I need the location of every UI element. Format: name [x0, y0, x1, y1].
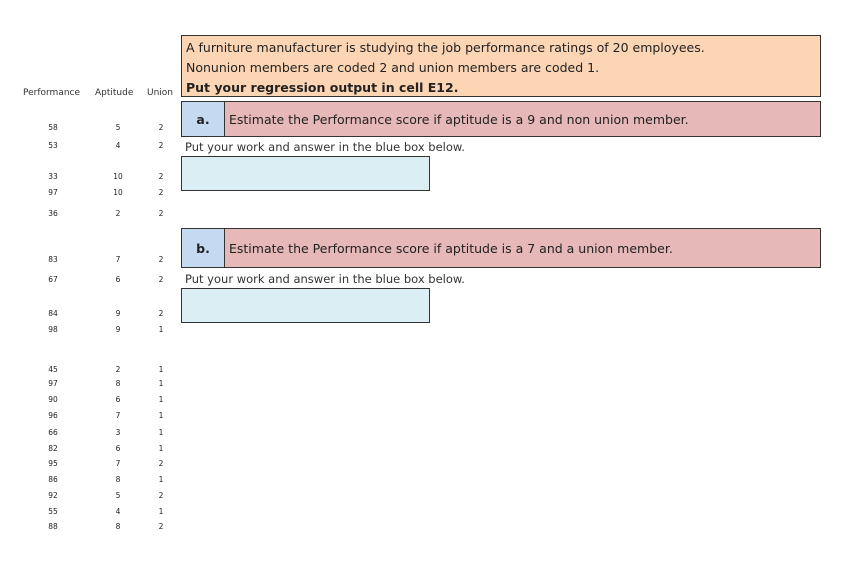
cell-union: 1 — [158, 379, 164, 388]
question-a: a. Estimate the Performance score if apt… — [181, 101, 821, 137]
header-aptitude: Aptitude — [95, 88, 134, 98]
cell-union: 2 — [158, 309, 164, 318]
cell-performance: 33 — [48, 172, 58, 181]
cell-union: 1 — [158, 475, 164, 484]
problem-line-1: A furniture manufacturer is studying the… — [186, 40, 705, 55]
cell-aptitude: 7 — [115, 459, 121, 468]
question-b: b. Estimate the Performance score if apt… — [181, 228, 821, 268]
question-b-text: Estimate the Performance score if aptitu… — [229, 240, 673, 256]
cell-aptitude: 9 — [115, 309, 121, 318]
problem-line-3: Put your regression output in cell E12. — [186, 80, 459, 95]
cell-performance: 83 — [48, 255, 58, 264]
cell-union: 2 — [158, 209, 164, 218]
cell-performance: 92 — [48, 491, 58, 500]
header-performance: Performance — [23, 88, 81, 98]
cell-union: 2 — [158, 123, 164, 132]
cell-aptitude: 4 — [115, 141, 121, 150]
cell-aptitude: 10 — [113, 188, 123, 197]
cell-performance: 67 — [48, 275, 58, 284]
cell-union: 2 — [158, 188, 164, 197]
cell-aptitude: 8 — [115, 379, 121, 388]
question-a-letter: a. — [182, 102, 225, 136]
problem-statement: A furniture manufacturer is studying the… — [181, 35, 821, 97]
cell-aptitude: 9 — [115, 325, 121, 334]
cell-performance: 98 — [48, 325, 58, 334]
cell-union: 1 — [158, 395, 164, 404]
cell-aptitude: 3 — [115, 428, 121, 437]
cell-aptitude: 4 — [115, 507, 121, 516]
question-a-text: Estimate the Performance score if aptitu… — [229, 111, 689, 127]
cell-union: 1 — [158, 444, 164, 453]
cell-aptitude: 6 — [115, 444, 121, 453]
cell-union: 1 — [158, 411, 164, 420]
cell-performance: 88 — [48, 522, 58, 531]
cell-union: 2 — [158, 459, 164, 468]
cell-aptitude: 2 — [115, 209, 121, 218]
cell-aptitude: 5 — [115, 123, 121, 132]
answer-box-b[interactable] — [181, 288, 430, 323]
cell-performance: 53 — [48, 141, 58, 150]
instruction-b: Put your work and answer in the blue box… — [185, 272, 465, 286]
cell-union: 1 — [158, 325, 164, 334]
cell-union: 1 — [158, 507, 164, 516]
cell-performance: 45 — [48, 365, 58, 374]
cell-performance: 58 — [48, 123, 58, 132]
cell-union: 2 — [158, 522, 164, 531]
cell-performance: 96 — [48, 411, 58, 420]
cell-union: 2 — [158, 275, 164, 284]
cell-union: 2 — [158, 172, 164, 181]
cell-performance: 97 — [48, 379, 58, 388]
cell-performance: 95 — [48, 459, 58, 468]
cell-union: 2 — [158, 141, 164, 150]
cell-performance: 66 — [48, 428, 58, 437]
cell-performance: 82 — [48, 444, 58, 453]
cell-performance: 86 — [48, 475, 58, 484]
cell-aptitude: 6 — [115, 275, 121, 284]
cell-performance: 97 — [48, 188, 58, 197]
problem-line-2: Nonunion members are coded 2 and union m… — [186, 60, 600, 75]
cell-performance: 84 — [48, 309, 58, 318]
header-union: Union — [147, 88, 174, 98]
cell-aptitude: 5 — [115, 491, 121, 500]
cell-performance: 55 — [48, 507, 58, 516]
cell-union: 1 — [158, 428, 164, 437]
cell-aptitude: 8 — [115, 522, 121, 531]
answer-box-a[interactable] — [181, 156, 430, 191]
cell-aptitude: 10 — [113, 172, 123, 181]
cell-aptitude: 6 — [115, 395, 121, 404]
cell-performance: 36 — [48, 209, 58, 218]
question-b-letter: b. — [182, 229, 225, 267]
instruction-a: Put your work and answer in the blue box… — [185, 140, 465, 154]
cell-performance: 90 — [48, 395, 58, 404]
cell-union: 1 — [158, 365, 164, 374]
cell-union: 2 — [158, 491, 164, 500]
cell-aptitude: 7 — [115, 255, 121, 264]
cell-aptitude: 7 — [115, 411, 121, 420]
cell-aptitude: 8 — [115, 475, 121, 484]
cell-union: 2 — [158, 255, 164, 264]
cell-aptitude: 2 — [115, 365, 121, 374]
